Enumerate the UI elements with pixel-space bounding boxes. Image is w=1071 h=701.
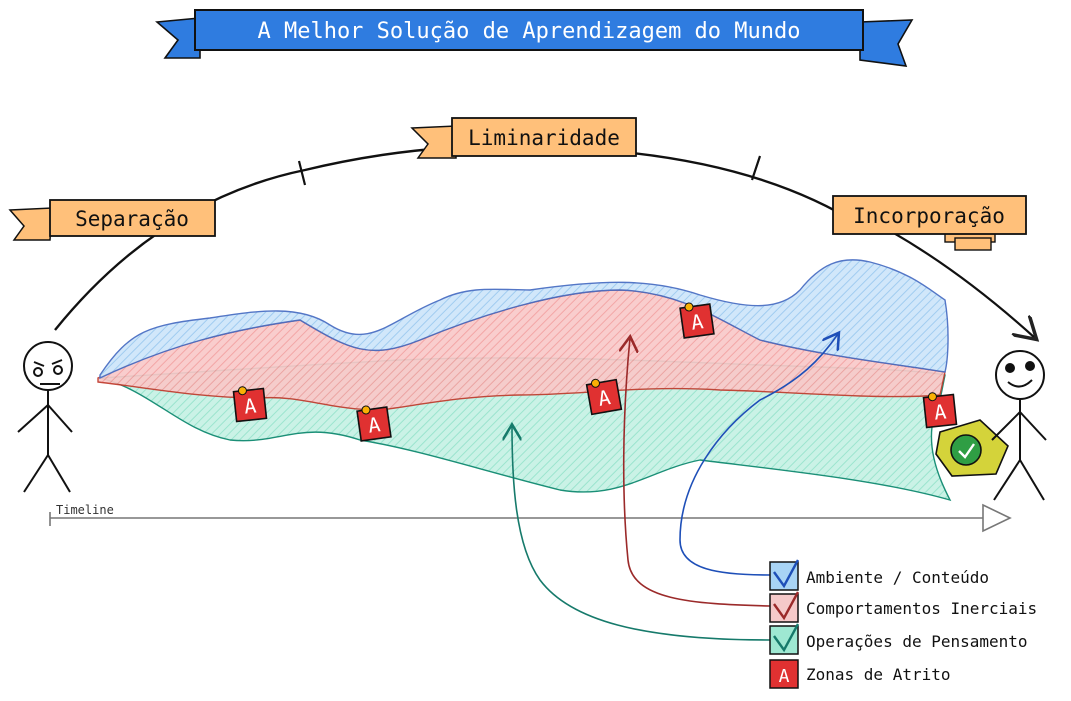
check-blue-icon bbox=[773, 559, 800, 589]
stage-label-liminality: Liminaridade bbox=[468, 126, 620, 150]
legend-item-comportamentos: Comportamentos Inerciais bbox=[769, 591, 1037, 623]
friction-marker-3: A bbox=[585, 378, 623, 416]
check-teal-icon bbox=[773, 623, 800, 653]
friction-marker-label: A bbox=[933, 399, 947, 424]
arc-tick-right bbox=[750, 155, 762, 181]
stage-tag-liminality: Liminaridade bbox=[410, 117, 637, 159]
legend-label: Ambiente / Conteúdo bbox=[806, 568, 989, 587]
connector-comportamentos bbox=[624, 338, 771, 607]
legend: Ambiente / Conteúdo Comportamentos Inerc… bbox=[769, 559, 1037, 689]
arc-arrow-to-learner bbox=[884, 227, 1035, 338]
learner-start-figure bbox=[17, 341, 73, 493]
banner-left-ribbon bbox=[155, 17, 201, 59]
friction-marker-4: A bbox=[679, 302, 715, 339]
success-badge bbox=[935, 419, 1009, 477]
stage-label-incorporation: Incorporação bbox=[853, 204, 1005, 228]
banner-right-ribbon bbox=[859, 19, 914, 67]
check-circle bbox=[950, 434, 982, 466]
connector-operacoes bbox=[512, 426, 771, 641]
check-icon bbox=[958, 443, 975, 459]
timeline-axis: Timeline bbox=[49, 503, 1012, 533]
stage-tag-separation: Separação bbox=[8, 199, 216, 241]
legend-item-ambiente: Ambiente / Conteúdo bbox=[769, 559, 989, 591]
friction-marker-label: A bbox=[367, 412, 382, 437]
learner-end-figure bbox=[991, 350, 1047, 501]
friction-marker-label: A bbox=[596, 385, 612, 411]
legend-item-zonas: A Zonas de Atrito bbox=[769, 659, 951, 689]
arc-tick-left bbox=[297, 160, 307, 186]
legend-label: Comportamentos Inerciais bbox=[806, 599, 1037, 618]
band-ambiente-conteudo bbox=[99, 259, 949, 380]
stage-tag-incorporation: Incorporação bbox=[832, 195, 1027, 251]
legend-label: Zonas de Atrito bbox=[806, 665, 951, 684]
title-banner: A Melhor Solução de Aprendizagem do Mund… bbox=[155, 9, 914, 67]
check-red-icon bbox=[773, 591, 800, 621]
timeline-arrowhead bbox=[982, 503, 1012, 533]
friction-marker-1: A bbox=[232, 386, 268, 423]
legend-item-operacoes: Operações de Pensamento bbox=[769, 623, 1028, 655]
diagram-title: A Melhor Solução de Aprendizagem do Mund… bbox=[257, 19, 800, 44]
friction-marker-label: A bbox=[779, 666, 790, 687]
stage-label-separation: Separação bbox=[75, 207, 189, 231]
timeline-label: Timeline bbox=[56, 503, 114, 517]
friction-marker-5: A bbox=[922, 392, 958, 429]
legend-label: Operações de Pensamento bbox=[806, 632, 1028, 651]
friction-marker-2: A bbox=[356, 405, 392, 442]
banner-body bbox=[194, 9, 864, 51]
connector-ambiente bbox=[679, 334, 838, 576]
friction-marker-label: A bbox=[690, 309, 705, 334]
friction-marker-label: A bbox=[243, 393, 257, 418]
